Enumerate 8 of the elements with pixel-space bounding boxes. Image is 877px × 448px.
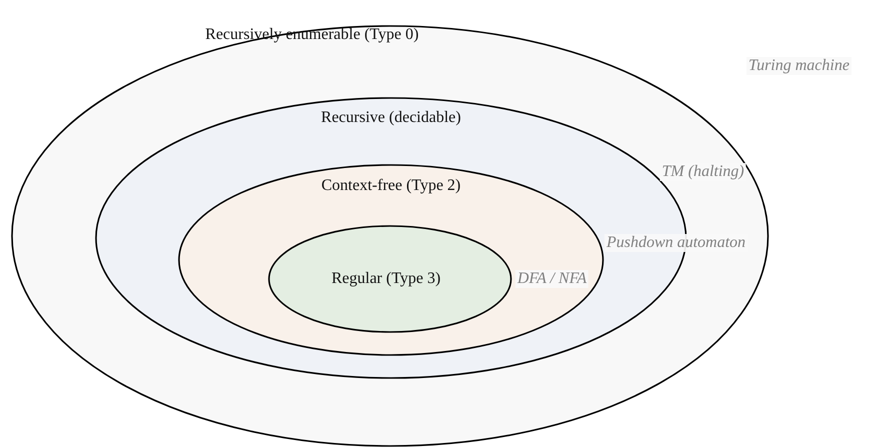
language-class-label: Recursively enumerable (Type 0) [205, 26, 419, 44]
automaton-label: TM (halting) [660, 163, 746, 181]
language-class-label: Context-free (Type 2) [321, 177, 461, 195]
language-class-label: Recursive (decidable) [321, 109, 461, 127]
automaton-label: DFA / NFA [515, 270, 589, 288]
automaton-label: Pushdown automaton [604, 234, 748, 252]
language-class-label: Regular (Type 3) [331, 270, 441, 288]
automaton-label: Turing machine [746, 57, 852, 75]
